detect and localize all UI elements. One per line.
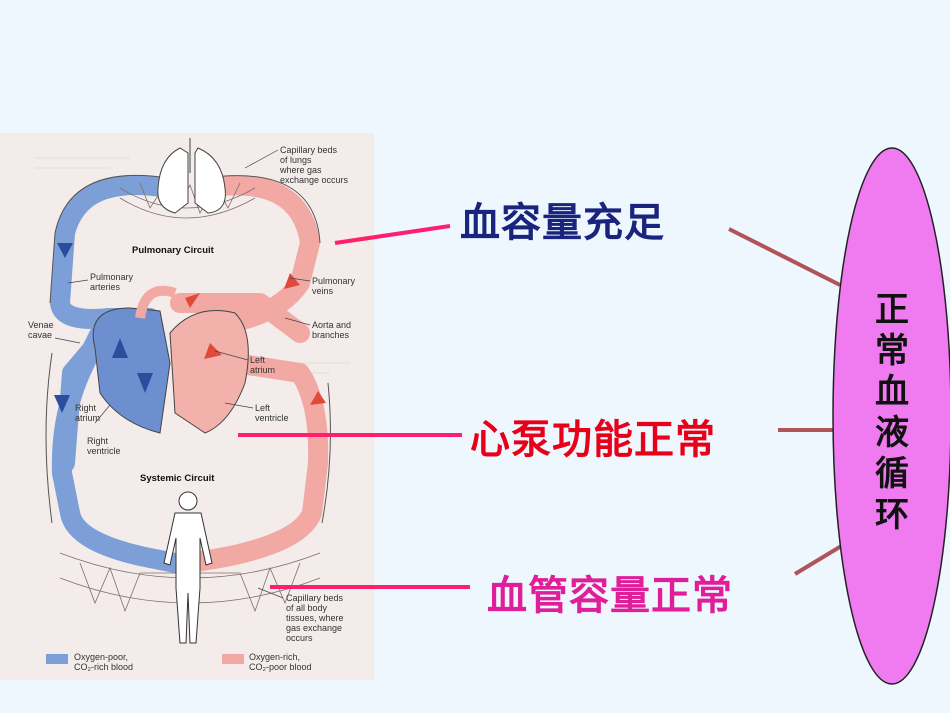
svg-text:Left: Left xyxy=(250,355,266,365)
blood-volume-label: 血容量充足 xyxy=(460,200,665,246)
svg-text:Oxygen-poor,: Oxygen-poor, xyxy=(74,652,128,662)
svg-text:Aorta and: Aorta and xyxy=(312,320,351,330)
legend-oxygen-rich-swatch xyxy=(222,654,244,664)
svg-text:occurs: occurs xyxy=(286,633,313,643)
svg-text:Oxygen-rich,: Oxygen-rich, xyxy=(249,652,300,662)
svg-text:tissues, where: tissues, where xyxy=(286,613,344,623)
svg-text:gas exchange: gas exchange xyxy=(286,623,342,633)
svg-text:CO₂-poor blood: CO₂-poor blood xyxy=(249,662,312,672)
svg-text:cavae: cavae xyxy=(28,330,52,340)
venae-cavae-label: Venae cavae xyxy=(28,320,54,340)
svg-text:atrium: atrium xyxy=(75,413,100,423)
svg-text:branches: branches xyxy=(312,330,350,340)
svg-text:atrium: atrium xyxy=(250,365,275,375)
svg-text:Capillary beds: Capillary beds xyxy=(280,145,338,155)
legend-oxygen-poor-label: Oxygen-poor, CO₂-rich blood xyxy=(74,652,133,672)
svg-text:of lungs: of lungs xyxy=(280,155,312,165)
circulation-diagram: Pulmonary Circuit Systemic Circuit Capil… xyxy=(0,133,374,680)
center-char: 液 xyxy=(875,413,909,453)
center-vertical-text: 正 常 血 液 循 环 xyxy=(872,290,912,536)
center-char: 常 xyxy=(875,331,909,371)
center-ellipse xyxy=(832,147,950,685)
vessel-volume-label: 血管容量正常 xyxy=(487,573,733,619)
svg-text:ventricle: ventricle xyxy=(255,413,289,423)
systemic-circuit-label: Systemic Circuit xyxy=(140,473,215,484)
svg-text:arteries: arteries xyxy=(90,282,121,292)
connector-vessel-right xyxy=(793,543,845,576)
svg-text:Right: Right xyxy=(75,403,97,413)
svg-text:veins: veins xyxy=(312,286,334,296)
capillary-lungs-label: Capillary beds of lungs where gas exchan… xyxy=(279,145,349,185)
center-char: 循 xyxy=(875,454,909,494)
aorta-label: Aorta and branches xyxy=(312,320,351,340)
svg-text:CO₂-rich blood: CO₂-rich blood xyxy=(74,662,133,672)
heart-pump-label: 心泵功能正常 xyxy=(470,417,716,463)
left-atrium-label: Left atrium xyxy=(250,355,275,375)
svg-text:where gas: where gas xyxy=(279,165,322,175)
svg-text:Pulmonary: Pulmonary xyxy=(312,276,356,286)
svg-text:Right: Right xyxy=(87,436,109,446)
legend-oxygen-poor-swatch xyxy=(46,654,68,664)
center-char: 血 xyxy=(875,372,909,412)
connector-blood-volume-left xyxy=(334,224,451,245)
left-ventricle-label: Left ventricle xyxy=(255,403,289,423)
pulmonary-arteries-label: Pulmonary arteries xyxy=(90,272,134,292)
svg-text:Left: Left xyxy=(255,403,271,413)
capillary-body-label: Capillary beds of all body tissues, wher… xyxy=(286,593,344,643)
svg-text:Capillary beds: Capillary beds xyxy=(286,593,344,603)
svg-text:exchange occurs: exchange occurs xyxy=(280,175,349,185)
svg-text:Venae: Venae xyxy=(28,320,54,330)
right-atrium-label: Right atrium xyxy=(75,403,100,423)
svg-text:ventricle: ventricle xyxy=(87,446,121,456)
right-ventricle-label: Right ventricle xyxy=(87,436,121,456)
svg-text:Pulmonary: Pulmonary xyxy=(90,272,134,282)
connector-blood-volume-right xyxy=(728,227,841,287)
svg-text:of all body: of all body xyxy=(286,603,328,613)
center-char: 正 xyxy=(875,290,909,330)
legend-oxygen-rich-label: Oxygen-rich, CO₂-poor blood xyxy=(249,652,312,672)
center-char: 环 xyxy=(875,495,909,535)
pulmonary-veins-label: Pulmonary veins xyxy=(312,276,356,296)
pulmonary-circuit-label: Pulmonary Circuit xyxy=(132,245,215,256)
